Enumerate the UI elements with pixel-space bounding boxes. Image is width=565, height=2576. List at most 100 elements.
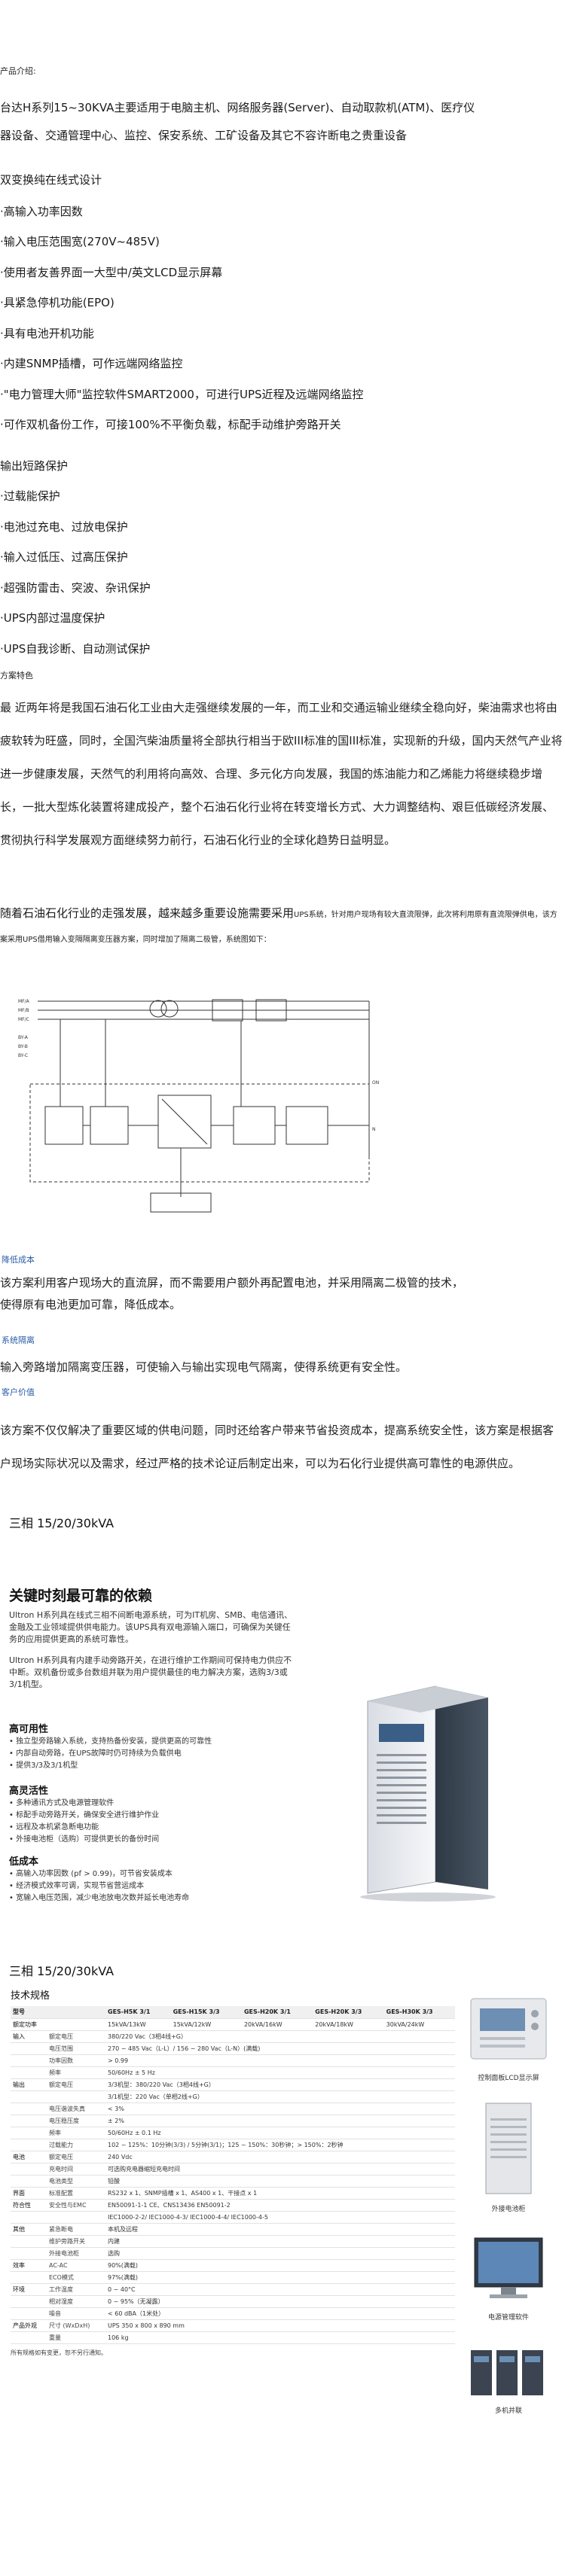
bypass-switch-box <box>212 999 243 1022</box>
schematic-label: N <box>372 1127 376 1132</box>
lcd-panel <box>379 1724 424 1742</box>
spec-value-cell: 3/1机型：220 Vac（单相2线+G） <box>105 2090 455 2103</box>
spec-group-cell <box>11 2271 47 2284</box>
spec-row: 功率因数> 0.99 <box>11 2054 455 2067</box>
card-bullet: • 高输入功率因数 (pf > 0.99)，可节省安装成本 <box>9 1870 173 1878</box>
card-bullet: • 多种通讯方式及电源管理软件 <box>9 1799 115 1807</box>
spec-group-cell <box>11 2066 47 2079</box>
protection-item: ·过载能保护 <box>0 489 60 503</box>
output-filter <box>286 1106 328 1145</box>
schematic-label: BY-C <box>18 1053 28 1058</box>
spec-item-cell: AC-AC <box>47 2259 105 2272</box>
spec-group-cell <box>11 2235 47 2248</box>
spec-group-cell <box>11 2115 47 2127</box>
spec-item-cell: 电压谐波失真 <box>47 2103 105 2115</box>
card-lead-1: Ultron H系列具在线式三相不间断电源系统，可为IT机房、SMB、电信通讯、… <box>9 1610 293 1644</box>
spec-item-cell: 噪音 <box>47 2307 105 2320</box>
schematic-label: MF/A <box>18 999 30 1004</box>
spec-item-cell: 重量 <box>47 2331 105 2344</box>
spec-value-cell: GES-H20K 3/1 <box>241 2006 313 2019</box>
spec-row: 电压稳压度± 2% <box>11 2115 455 2127</box>
photo-caption: 控制面板LCD显示屏 <box>478 2075 539 2082</box>
parallel-units-photo <box>471 2350 543 2395</box>
spec-value-cell: < 60 dBA（1米处） <box>105 2307 455 2320</box>
spec-value-cell: 97%(满载) <box>105 2271 455 2284</box>
spec-title: 技术规格 <box>11 1990 50 2002</box>
spec-group-cell: 输出 <box>11 2078 47 2091</box>
product-card: 关键时刻最可靠的依赖 Ultron H系列具在线式三相不间断电源系统，可为IT机… <box>6 1543 565 1950</box>
spec-group-cell: 效率 <box>11 2259 47 2272</box>
card-bullet: • 内部自动旁路，在UPS故障时仍可持续为负载供电 <box>9 1749 182 1758</box>
spec-group-cell <box>11 2139 47 2151</box>
breaker-box <box>255 999 287 1022</box>
spec-item-cell: 额定电压 <box>47 2078 105 2091</box>
spec-value-cell: 30kVA/24kW <box>383 2018 455 2031</box>
features-heading: 双变换纯在线式设计 <box>0 173 102 187</box>
spec-item-cell: 功率因数 <box>47 2054 105 2067</box>
spec-value-cell: 0 ~ 40°C <box>105 2283 455 2296</box>
battery-cabinet-photo <box>485 2103 532 2194</box>
feature-item: ·高输入功率因数 <box>0 205 83 218</box>
spec-group-cell <box>11 2295 47 2308</box>
card-bullets-availability: • 独立型旁路输入系统，支持热备份安装，提供更高的可靠性 • 内部自动旁路，在U… <box>9 1736 212 1772</box>
card-subhead-flexibility: 高灵活性 <box>9 1786 49 1797</box>
spec-value-cell: 0 ~ 95%（无凝露） <box>105 2295 455 2308</box>
spec-group-cell: 额定功率 <box>11 2018 47 2031</box>
spec-value-cell: IEC1000-2-2/ IEC1000-4-3/ IEC1000-4-4/ I… <box>105 2211 455 2224</box>
dc-battery-bank <box>150 1192 212 1213</box>
point-text-cost-line-1: 该方案利用客户现场大的直流屏，而不需要用户额外再配置电池，并采用隔离二极管的技术… <box>0 1276 464 1290</box>
software-photo <box>474 2237 543 2298</box>
spec-value-cell: 270 ~ 485 Vac（L-L）/ 156 ~ 280 Vac（L-N）(满… <box>105 2042 455 2055</box>
scheme-label: 方案特色 <box>0 671 33 681</box>
spec-item-cell: 相对湿度 <box>47 2295 105 2308</box>
scheme-paragraph-2-rest: UPS系统，针对用户现场有较大直流限弹，此次将利用原有直流限弹供电，该方案采用U… <box>0 911 557 944</box>
spec-row: 维护旁路开关内建 <box>11 2235 455 2248</box>
spec-value-cell: GES-H5K 3/1 <box>105 2006 171 2019</box>
spec-row: 充电时间可选购充电器缩短充电时间 <box>11 2163 455 2176</box>
card-subhead-cost: 低成本 <box>9 1856 39 1868</box>
spec-group-cell: 输入 <box>11 2030 47 2043</box>
feature-item: ·具紧急停机功能(EPO) <box>0 296 115 309</box>
spec-item-cell: 电压稳压度 <box>47 2115 105 2127</box>
spec-group-cell <box>11 2247 47 2260</box>
spec-item-cell: 过载能力 <box>47 2139 105 2151</box>
schematic-label: MF/B <box>18 1008 29 1013</box>
spec-item-cell: ECO模式 <box>47 2271 105 2284</box>
spec-row: 外接电池柜选购 <box>11 2247 455 2260</box>
product-title-2: 三相 15/20/30kVA <box>9 1964 115 1978</box>
protection-heading: 输出短路保护 <box>0 459 69 473</box>
protection-item: ·超强防雷击、突波、杂讯保护 <box>0 581 151 595</box>
spec-row: 产品外观尺寸 (WxDxH)UPS 350 x 800 x 890 mm <box>11 2319 455 2332</box>
ups-enclosure <box>29 1083 370 1183</box>
spec-row: 电池类型铅酸 <box>11 2175 455 2188</box>
card-bullet: • 外接电池柜（选购）可提供更长的备份时间 <box>9 1835 160 1844</box>
spec-group-cell <box>11 2090 47 2103</box>
point-text-isolation: 输入旁路增加隔离变压器，可使输入与输出实现电气隔离，使得系统更有安全性。 <box>0 1360 408 1374</box>
static-switch <box>233 1106 276 1145</box>
photo-caption: 外接电池柜 <box>491 2206 526 2213</box>
spec-value-cell: GES-H15K 3/3 <box>170 2006 242 2019</box>
inverter-diagonal <box>161 1098 208 1145</box>
spec-row: 噪音< 60 dBA（1米处） <box>11 2307 455 2320</box>
photo-caption: 电源管理软件 <box>487 2314 529 2322</box>
spec-value-cell: GES-H30K 3/3 <box>383 2006 455 2019</box>
protection-item: ·UPS自我诊断、自动测试保护 <box>0 642 151 656</box>
spec-value-cell: 50/60Hz ± 5 Hz <box>105 2066 455 2079</box>
schematic-label: MF/C <box>18 1017 29 1022</box>
spec-value-cell: 15kVA/12kW <box>170 2018 242 2031</box>
rectifier-2 <box>90 1106 129 1145</box>
feature-item: ·"电力管理大师"监控软件SMART2000，可进行UPS近程及远端网络监控 <box>0 388 364 401</box>
spec-value-cell: 可选购充电器缩短充电时间 <box>105 2163 455 2176</box>
spec-group-cell: 产品外观 <box>11 2319 47 2332</box>
spec-item-cell: 充电时间 <box>47 2163 105 2176</box>
